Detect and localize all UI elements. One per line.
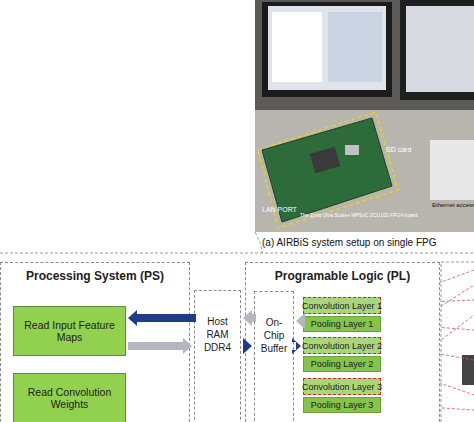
memory-box: Host RAM DDR4 <box>194 290 241 422</box>
process-box: Read Input Feature Maps <box>13 306 126 356</box>
region-title: Programable Logic (PL) <box>246 269 439 283</box>
box-label: Pooling Layer 1 <box>311 319 374 329</box>
layer-box: Convolution Layer 2 <box>303 337 381 354</box>
logic-region: Programable Logic (PL)On-Chip BufferConv… <box>245 262 440 422</box>
box-label: Pooling Layer 3 <box>311 400 374 410</box>
chip <box>310 147 341 173</box>
divider-line <box>0 253 474 254</box>
photo-label: Ethernet access <box>432 202 474 208</box>
buffer-box: On-Chip Buffer <box>254 291 294 422</box>
layer-box: Convolution Layer 1 <box>303 297 381 314</box>
monitor-screen <box>268 6 386 90</box>
box-label: Read Input Feature Maps <box>18 319 121 343</box>
connector <box>345 145 359 155</box>
highlight-outline <box>258 112 398 228</box>
box-label: On-Chip Buffer <box>261 317 288 354</box>
photo-background <box>255 0 474 232</box>
box-label: Host RAM DDR4 <box>204 316 231 353</box>
photo-label: LAN PORT <box>262 206 297 213</box>
leader-line <box>255 232 262 253</box>
output-panel <box>441 262 474 422</box>
window <box>328 12 382 82</box>
fpga-board <box>262 118 392 222</box>
box-label: Pooling Layer 2 <box>311 359 374 369</box>
monitor-screen <box>406 6 474 92</box>
box-label: Convolution Layer 2 <box>302 341 382 351</box>
box-label: Convolution Layer 1 <box>302 301 382 311</box>
box-label: Read Convolution Weights <box>18 386 121 410</box>
layer-box: Pooling Layer 3 <box>303 397 381 413</box>
monitor <box>400 0 474 100</box>
layer-box: Convolution Layer 3 <box>303 378 381 395</box>
device <box>430 140 474 200</box>
photo-wall <box>255 0 474 110</box>
region-title: Processing System (PS) <box>1 269 189 283</box>
photo-label: The Zynq Ultra Scale+ MPSoC ZCU102 FPGA … <box>300 212 417 218</box>
monitor <box>262 2 392 97</box>
system-region: Processing System (PS) Read Input Feature… <box>0 262 190 422</box>
photo-label: SD card <box>386 146 411 153</box>
layer-box: Pooling Layer 1 <box>303 316 381 332</box>
box-label: Convolution Layer 3 <box>302 382 382 392</box>
window <box>272 12 322 82</box>
layer-column <box>300 285 382 422</box>
layer-box: Pooling Layer 2 <box>303 356 381 372</box>
figure-caption: (a) AIRBiS system setup on single FPG <box>262 237 437 248</box>
process-box: Read Convolution Weights <box>13 373 126 422</box>
desk <box>255 110 474 232</box>
